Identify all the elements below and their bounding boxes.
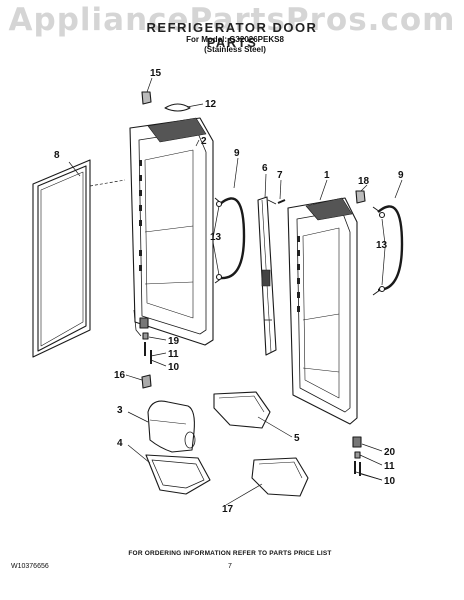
- door-gasket-part: [32, 159, 91, 358]
- left-handle-part: [219, 197, 246, 280]
- model-info: For Model: G32026PEKS8 (Stainless Steel): [150, 35, 320, 55]
- callout-1: 1: [324, 170, 330, 181]
- callout-9-right: 9: [398, 170, 404, 181]
- hinge-cover-part: [164, 103, 191, 112]
- bin-part: [147, 400, 196, 453]
- callout-5: 5: [294, 433, 300, 444]
- leader-lines: [68, 77, 403, 506]
- page-title: REFRIGERATOR DOOR PARTS: [146, 20, 318, 50]
- callout-20: 20: [384, 447, 396, 458]
- callout-16: 17: [222, 504, 234, 515]
- left-door-part: [129, 117, 214, 346]
- door-bin-5-part: [213, 391, 271, 429]
- callout-11-left: 11: [168, 349, 179, 360]
- callout-2: 2: [201, 136, 207, 147]
- bottom-right-hardware: [352, 436, 362, 476]
- handle-screws-part: [215, 200, 386, 293]
- finish-line: (Stainless Steel): [204, 45, 266, 54]
- callout-13-right: 13: [376, 240, 388, 251]
- callout-19: 19: [168, 336, 180, 347]
- screw-part: [277, 199, 286, 204]
- flipper-strip-part: [257, 196, 277, 356]
- hinge-cap-right-part: [355, 190, 366, 204]
- right-handle-part: [377, 205, 404, 292]
- callout-labels: 15 12 2 8 9 13 6 7 1 18 9 13 19 11 10 16…: [54, 68, 404, 515]
- callout-9-left: 9: [234, 148, 240, 159]
- left-door-shelf-clips: [139, 160, 142, 271]
- callout-13-left: 13: [210, 232, 222, 243]
- callout-8: 8: [54, 150, 60, 161]
- right-door-part: [287, 197, 358, 425]
- ordering-note: FOR ORDERING INFORMATION REFER TO PARTS …: [128, 550, 332, 557]
- basket-part: [145, 454, 211, 495]
- callout-17: 15: [150, 68, 162, 79]
- hinge-cap-left-part: [141, 91, 152, 105]
- bottom-left-hardware: [139, 317, 152, 389]
- callout-11-right: 11: [384, 461, 395, 472]
- page-number: 7: [228, 563, 232, 570]
- callout-3: 3: [117, 405, 123, 416]
- door-bin-16-part: [251, 457, 309, 497]
- document-number: W10376656: [11, 563, 49, 570]
- model-line: For Model: G32026PEKS8: [186, 35, 284, 44]
- callout-10-right: 10: [384, 476, 396, 487]
- callout-15: 16: [114, 370, 126, 381]
- callout-12: 12: [205, 99, 217, 110]
- callout-4: 4: [117, 438, 123, 449]
- right-door-shelf-clips: [297, 236, 300, 312]
- callout-10-left: 10: [168, 362, 180, 373]
- callout-7: 7: [277, 170, 283, 181]
- callout-18: 18: [358, 176, 370, 187]
- watermark-logo: AppliancePartsPros.com: [8, 2, 456, 38]
- callout-6: 6: [262, 163, 268, 174]
